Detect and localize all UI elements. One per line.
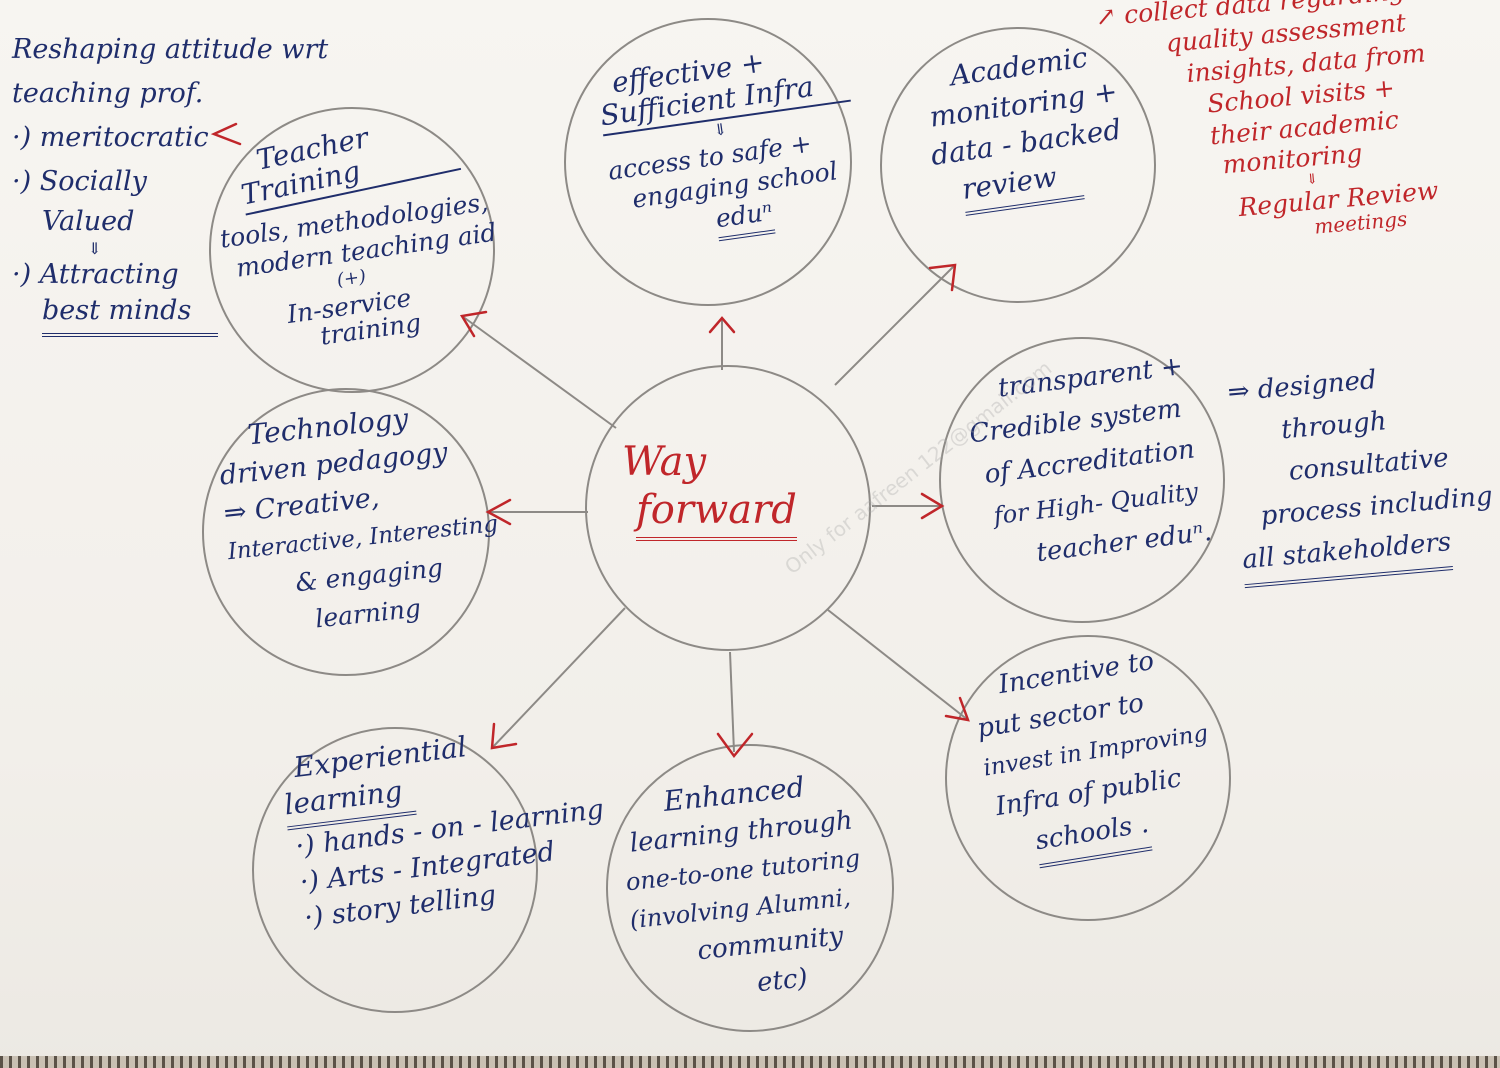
circle-academic-monitoring bbox=[880, 27, 1156, 303]
note-point: ·) Socially bbox=[12, 166, 147, 197]
note-line: Reshaping attitude wrt bbox=[12, 34, 329, 65]
accreditation-node: transparent + Credible system of Accredi… bbox=[962, 344, 1214, 580]
note-point: ·) meritocratic bbox=[12, 122, 209, 153]
paper-edge bbox=[0, 1056, 1500, 1068]
circle-infrastructure bbox=[564, 18, 852, 306]
circle-accreditation bbox=[939, 337, 1225, 623]
note-line: teaching prof. bbox=[12, 78, 204, 109]
connector-experiential-learning bbox=[491, 607, 626, 749]
arrowhead-experiential-learning bbox=[490, 722, 518, 750]
connector-teacher-training bbox=[461, 315, 617, 429]
infrastructure-node: effective + Sufficient Infra ⇓ access to… bbox=[594, 35, 868, 255]
circle-enhanced-learning bbox=[606, 744, 894, 1032]
arrowhead-teacher-training bbox=[459, 310, 488, 338]
arrowhead-private-sector bbox=[944, 696, 970, 722]
circle-way-forward bbox=[585, 365, 871, 651]
circle-private-sector bbox=[945, 635, 1231, 921]
technology-pedagogy-node: Technology driven pedagogy ⇒ Creative, I… bbox=[214, 392, 508, 647]
note-point: ·) Attracting bbox=[12, 259, 179, 290]
private-sector-node: Incentive to put sector to invest in Imp… bbox=[968, 634, 1225, 874]
consultative-note: ⇒ designed through consultative process … bbox=[1226, 350, 1499, 589]
connector-private-sector bbox=[827, 609, 969, 721]
arrowhead-technology-pedagogy bbox=[485, 498, 512, 526]
center-line-1: Way bbox=[622, 439, 707, 485]
data-collection-note: ↗ collect data regarding quality assessm… bbox=[1094, 0, 1441, 255]
connector-enhanced-learning bbox=[729, 651, 735, 753]
arrowhead-accreditation bbox=[920, 492, 945, 520]
teaching-profession-note: Reshaping attitude wrt teaching prof. ·)… bbox=[12, 28, 328, 337]
enhanced-learning-node: Enhanced learning through one-to-one tut… bbox=[616, 763, 874, 1014]
note-point: best minds bbox=[42, 292, 328, 337]
note-point: Valued bbox=[42, 206, 135, 237]
arrowhead-infrastructure bbox=[708, 316, 736, 334]
center-topic: Way forward bbox=[622, 438, 797, 541]
circle-teacher-training bbox=[209, 107, 495, 393]
experiential-learning-node: Experiential learning ·) hands - on - le… bbox=[278, 713, 615, 937]
connector-academic-monitoring bbox=[834, 264, 956, 386]
center-line-2: forward bbox=[636, 486, 797, 541]
down-arrow-icon: ⇓ bbox=[88, 239, 102, 258]
circle-experiential-learning bbox=[252, 727, 538, 1013]
circle-technology-pedagogy bbox=[202, 388, 490, 676]
arrowhead-enhanced-learning bbox=[716, 732, 754, 759]
arrowhead-prof-note bbox=[210, 122, 242, 146]
arrowhead-academic-monitoring bbox=[928, 263, 957, 292]
